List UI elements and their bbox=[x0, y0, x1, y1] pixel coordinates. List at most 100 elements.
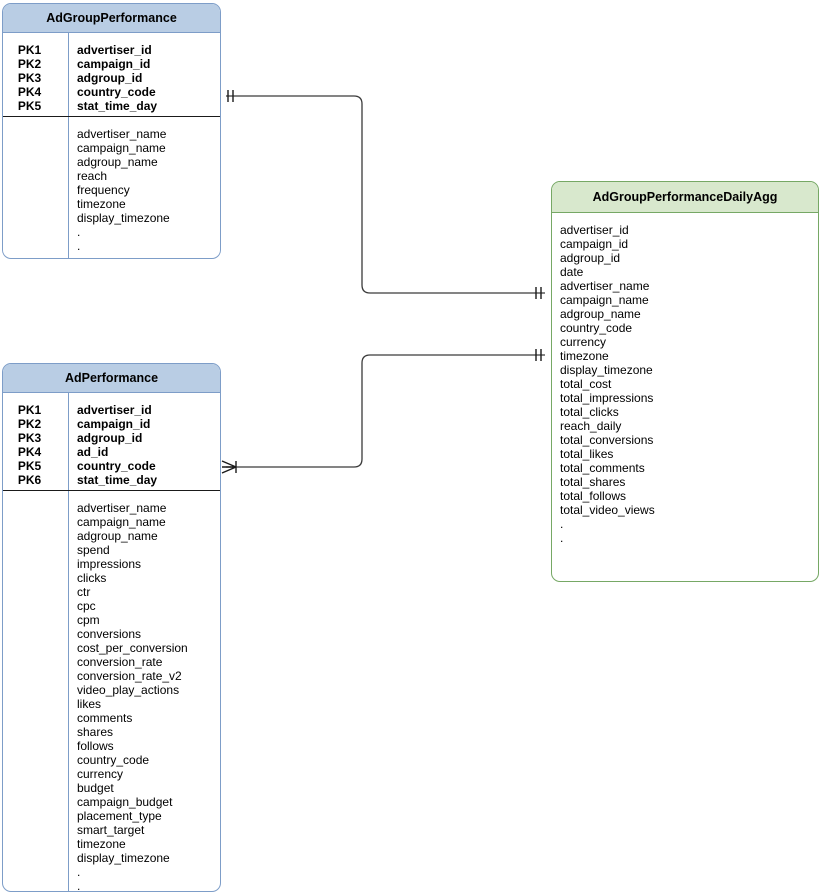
key-attribute: advertiser_id bbox=[77, 43, 152, 57]
key-attribute: ad_id bbox=[77, 445, 109, 459]
attribute-row: total_likes bbox=[560, 447, 614, 461]
primary-key-divider bbox=[3, 116, 220, 117]
attribute-row: conversion_rate bbox=[77, 655, 163, 669]
attribute-row: total_clicks bbox=[560, 405, 619, 419]
attribute-row: adgroup_name bbox=[560, 307, 641, 321]
primary-key-divider bbox=[3, 490, 220, 491]
attribute-row: display_timezone bbox=[77, 211, 170, 225]
attribute-row: display_timezone bbox=[77, 851, 170, 865]
key-attribute: stat_time_day bbox=[77, 473, 158, 487]
attribute-row: campaign_name bbox=[77, 515, 166, 529]
key-attribute: country_code bbox=[77, 459, 156, 473]
attribute-row: timezone bbox=[77, 197, 126, 211]
connector-line bbox=[226, 354, 545, 468]
attribute-row: smart_target bbox=[77, 823, 145, 837]
attribute-row: follows bbox=[77, 739, 114, 753]
attribute-row: comments bbox=[77, 711, 133, 725]
attribute-row: shares bbox=[77, 725, 114, 739]
attribute-row: clicks bbox=[77, 571, 107, 585]
key-attribute: country_code bbox=[77, 85, 156, 99]
entity-body-adperformance: PK1 PK2 PK3 PK4 PK5 PK6 advertiser_id ca… bbox=[3, 393, 220, 891]
attribute-row: total_cost bbox=[560, 377, 612, 391]
key-column: PK1 PK2 PK3 PK4 PK5 bbox=[3, 33, 69, 258]
pk-label: PK4 bbox=[17, 85, 42, 99]
attribute-row: total_video_views bbox=[560, 503, 655, 517]
attribute-row: advertiser_name bbox=[77, 501, 167, 515]
attribute-row: country_code bbox=[77, 753, 150, 767]
attribute-row: campaign_budget bbox=[77, 795, 173, 809]
attribute-row: reach bbox=[77, 169, 108, 183]
pk-label: PK3 bbox=[17, 71, 42, 85]
pk-label: PK4 bbox=[17, 445, 42, 459]
entity-body-adgroupperformance: PK1 PK2 PK3 PK4 PK5 advertiser_id campai… bbox=[3, 33, 220, 258]
attribute-row: display_timezone bbox=[560, 363, 653, 377]
attribute-row: frequency bbox=[77, 183, 130, 197]
pk-label: PK2 bbox=[17, 57, 42, 71]
pk-label: PK3 bbox=[17, 431, 42, 445]
entity-adgroupperformancedailyagg[interactable]: AdGroupPerformanceDailyAgg advertiser_id… bbox=[551, 181, 819, 582]
attribute-row: country_code bbox=[560, 321, 633, 335]
attribute-row: budget bbox=[77, 781, 114, 795]
key-attribute: stat_time_day bbox=[77, 99, 158, 113]
attribute-row: advertiser_name bbox=[77, 127, 167, 141]
attribute-row: . bbox=[77, 225, 81, 239]
entity-body-adgroupperformancedailyagg: advertiser_id campaign_id adgroup_id dat… bbox=[552, 213, 818, 581]
pk-label: PK5 bbox=[17, 99, 42, 113]
attribute-row: timezone bbox=[560, 349, 609, 363]
attribute-column: advertiser_id campaign_id adgroup_id cou… bbox=[69, 33, 220, 258]
entity-adgroupperformance[interactable]: AdGroupPerformance PK1 PK2 PK3 PK4 PK5 a… bbox=[2, 3, 221, 259]
attribute-row: cpc bbox=[77, 599, 96, 613]
attribute-row: total_comments bbox=[560, 461, 645, 475]
attribute-row: total_shares bbox=[560, 475, 626, 489]
attribute-row: total_conversions bbox=[560, 433, 654, 447]
key-attribute: campaign_id bbox=[77, 57, 151, 71]
attribute-row: impressions bbox=[77, 557, 142, 571]
attribute-row: . bbox=[77, 865, 81, 879]
attribute-row: reach_daily bbox=[560, 419, 622, 433]
attribute-row: currency bbox=[560, 335, 607, 349]
attribute-row: conversion_rate_v2 bbox=[77, 669, 182, 683]
attribute-row: advertiser_id bbox=[560, 223, 629, 237]
entity-title-adperformance: AdPerformance bbox=[3, 364, 220, 393]
attribute-row: adgroup_id bbox=[560, 251, 621, 265]
attribute-row: adgroup_name bbox=[77, 529, 158, 543]
cardinality-many-crowsfoot bbox=[221, 460, 237, 474]
attribute-row: conversions bbox=[77, 627, 142, 641]
attribute-row: ctr bbox=[77, 585, 91, 599]
attribute-row: cpm bbox=[77, 613, 100, 627]
pk-label: PK5 bbox=[17, 459, 42, 473]
attribute-row: currency bbox=[77, 767, 124, 781]
relationship-adperformance-dailyagg bbox=[221, 349, 545, 474]
attribute-row: . bbox=[560, 517, 564, 531]
attribute-row: campaign_id bbox=[560, 237, 629, 251]
attribute-row: spend bbox=[77, 543, 110, 557]
attribute-row: video_play_actions bbox=[77, 683, 180, 697]
entity-title-adgroupperformancedailyagg: AdGroupPerformanceDailyAgg bbox=[552, 182, 818, 213]
key-attribute: adgroup_id bbox=[77, 431, 143, 445]
key-column: PK1 PK2 PK3 PK4 PK5 PK6 bbox=[3, 393, 69, 891]
pk-label: PK6 bbox=[17, 473, 42, 487]
attribute-row: campaign_name bbox=[560, 293, 649, 307]
attribute-row: campaign_name bbox=[77, 141, 166, 155]
attribute-row: timezone bbox=[77, 837, 126, 851]
attribute-column: advertiser_id campaign_id adgroup_id ad_… bbox=[69, 393, 220, 891]
connector-line bbox=[226, 95, 545, 294]
pk-label: PK1 bbox=[17, 43, 42, 57]
attribute-row: adgroup_name bbox=[77, 155, 158, 169]
attribute-row: cost_per_conversion bbox=[77, 641, 188, 655]
relationship-adgroupperformance-dailyagg bbox=[226, 90, 545, 299]
attribute-row: total_follows bbox=[560, 489, 627, 503]
key-attribute: advertiser_id bbox=[77, 403, 152, 417]
attribute-row: placement_type bbox=[77, 809, 162, 823]
attribute-row: . bbox=[560, 531, 564, 545]
attribute-row: advertiser_name bbox=[560, 279, 650, 293]
attribute-row: . bbox=[77, 879, 81, 892]
attribute-row: date bbox=[560, 265, 584, 279]
attribute-row: . bbox=[77, 239, 81, 253]
entity-adperformance[interactable]: AdPerformance PK1 PK2 PK3 PK4 PK5 PK6 ad… bbox=[2, 363, 221, 892]
pk-label: PK2 bbox=[17, 417, 42, 431]
key-attribute: adgroup_id bbox=[77, 71, 143, 85]
attribute-row: total_impressions bbox=[560, 391, 654, 405]
entity-title-adgroupperformance: AdGroupPerformance bbox=[3, 4, 220, 33]
